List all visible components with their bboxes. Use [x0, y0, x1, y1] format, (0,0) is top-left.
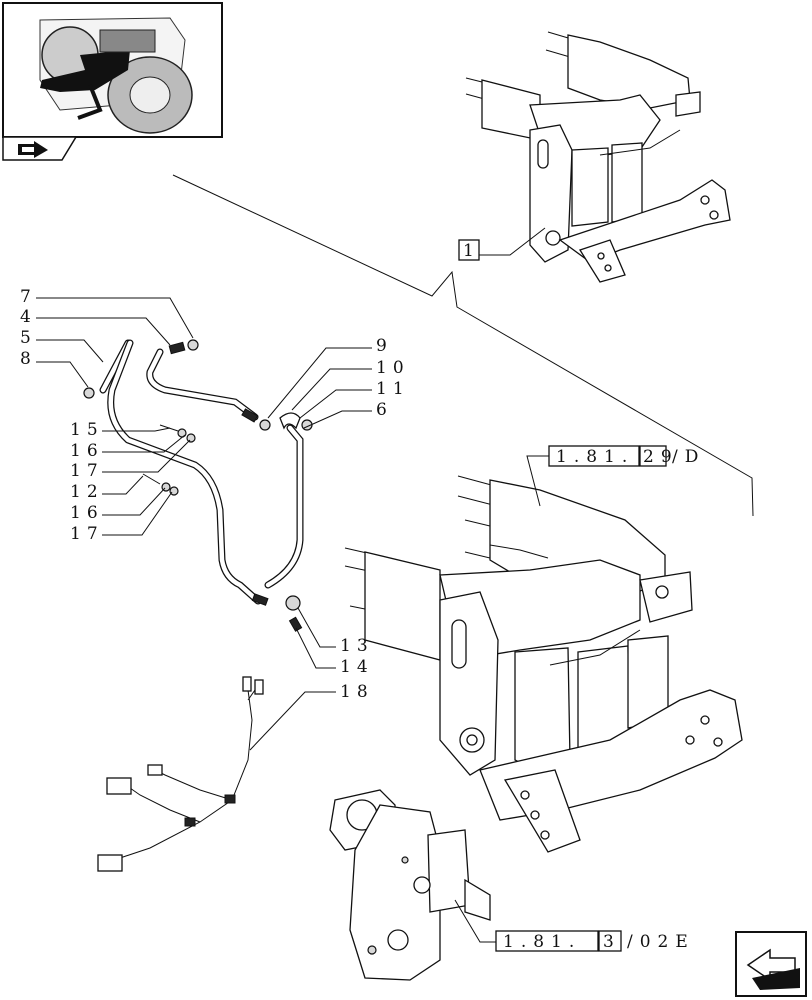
callout-9: 9	[376, 336, 393, 356]
ref-bottom-box: 3	[603, 932, 621, 952]
ref-top: 1.81. 29 /D	[526, 445, 705, 507]
ref-box-1	[458, 239, 480, 261]
front-hitch-assembly-large	[344, 475, 743, 853]
section-arrow-icon[interactable]	[2, 136, 78, 161]
callout-17b: 17	[70, 524, 104, 544]
callout-13: 13	[340, 636, 374, 656]
callout-8: 8	[20, 349, 37, 369]
callout-16a: 16	[70, 441, 104, 461]
callout-7: 7	[20, 287, 37, 307]
tractor-thumbnail-icon[interactable]	[2, 2, 223, 138]
callout-6: 6	[376, 400, 393, 420]
callout-4: 4	[20, 307, 37, 327]
callout-12: 12	[70, 482, 104, 502]
front-hitch-assembly-small	[465, 31, 731, 283]
ref-top-prefix: 1.81.	[556, 447, 634, 467]
callout-17a: 17	[70, 461, 104, 481]
gearbox-assembly	[329, 789, 491, 981]
callout-15: 15	[70, 420, 104, 440]
leader-lines	[36, 297, 372, 751]
ref-top-suffix: /D	[672, 447, 705, 467]
hose-assembly	[83, 339, 313, 632]
grouping-bracket	[172, 174, 754, 517]
ref-bottom-prefix: 1.81.	[503, 932, 581, 952]
ref-bottom: 1.81. 3 /02E	[454, 899, 695, 952]
callout-14: 14	[340, 657, 374, 677]
wiring-harness	[97, 676, 264, 872]
ref-top-box: 29	[643, 447, 679, 467]
callout-labels: 7 4 5 8 9 10 11 6 15 16 17 12 16 17 13 1…	[20, 287, 410, 702]
ref-bottom-suffix: /02E	[627, 932, 695, 952]
callout-16b: 16	[70, 503, 104, 523]
callout-5: 5	[20, 328, 37, 348]
callout-11: 11	[376, 379, 410, 399]
ref-leader-1	[479, 227, 546, 256]
callout-18: 18	[340, 682, 374, 702]
ref-label-1: 1	[463, 241, 481, 261]
next-page-arrow-icon[interactable]	[735, 931, 807, 997]
callout-10: 10	[376, 358, 410, 378]
